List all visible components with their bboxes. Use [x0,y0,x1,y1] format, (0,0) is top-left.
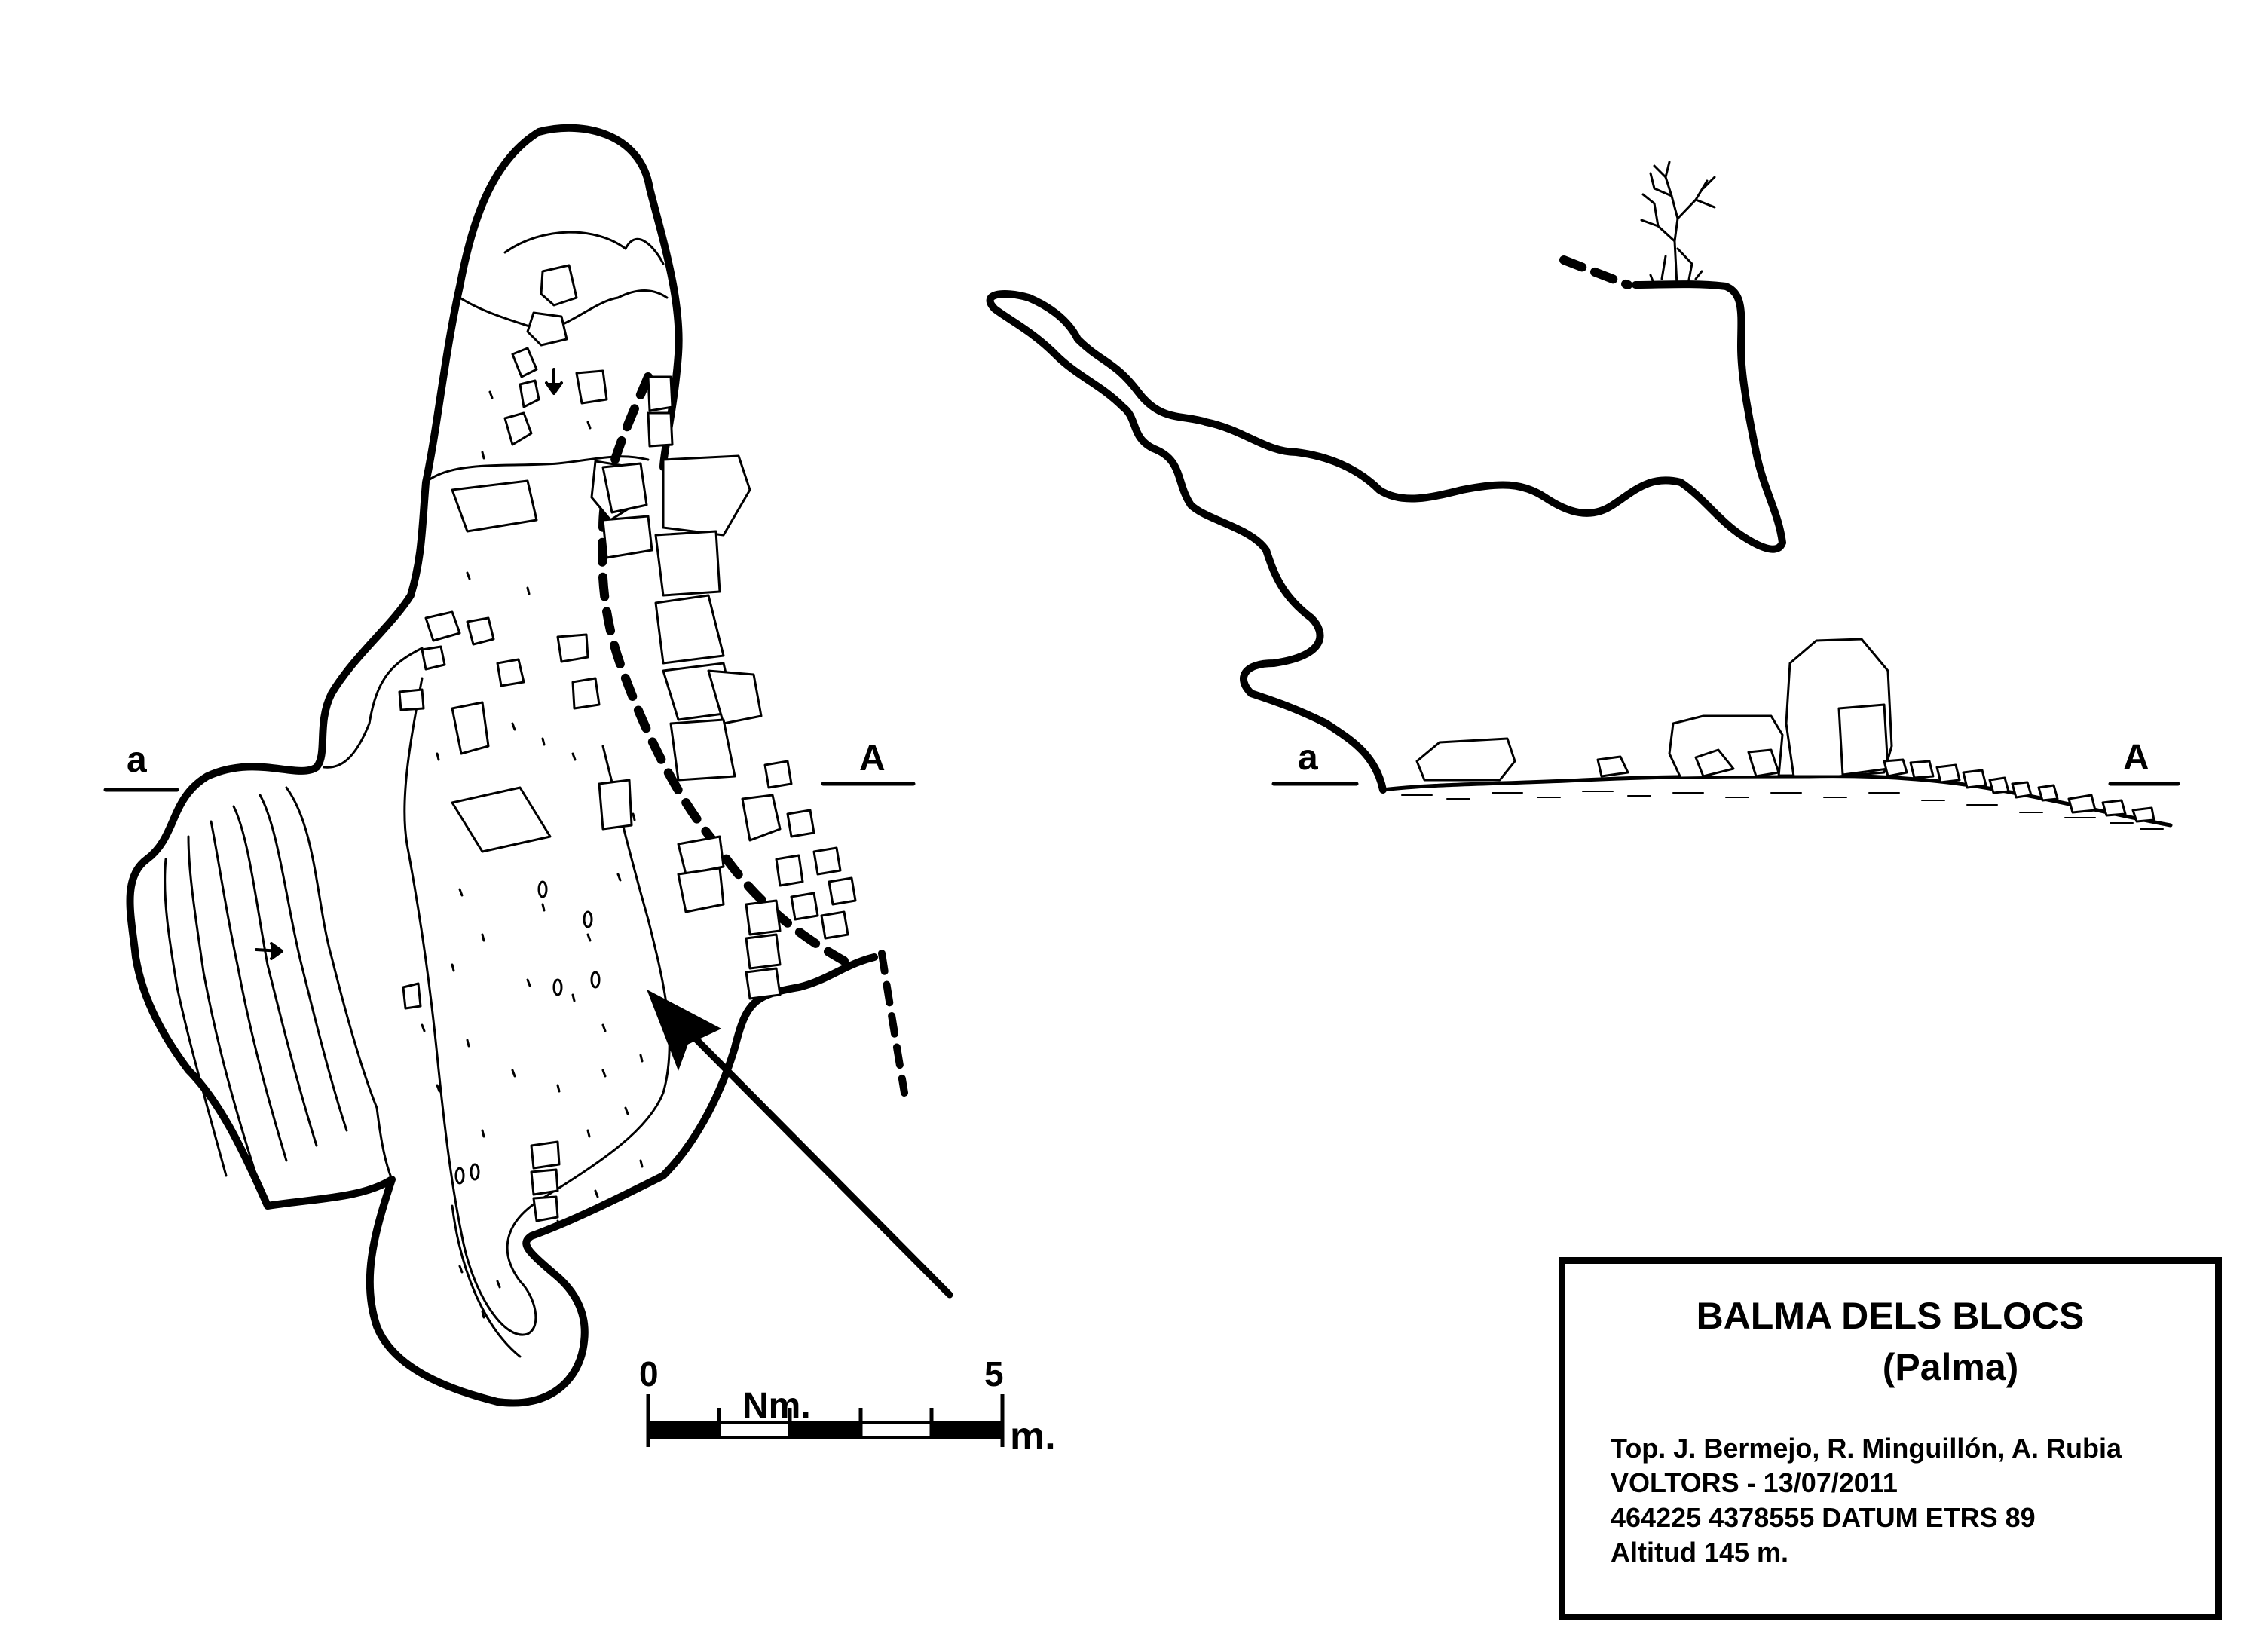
scale-bar-min-label: 0 [639,1354,659,1393]
plan-slope-arrows [255,368,563,960]
section-cave-outline [986,280,1786,794]
plan-boulders [398,264,857,1222]
credits-surveyors: Top. J. Bermejo, R. Minguillón, A. Rubia [1611,1433,2122,1464]
plan-cave-outline [126,124,878,1407]
plan-view [103,124,916,1407]
scale-bar-unit-label: m. [1010,1415,1056,1458]
section-label-start: a [1298,738,1318,778]
north-arrow-shaft [675,1017,953,1299]
section-dashed-surface [1559,255,1632,289]
north-arrow-head-icon [647,989,722,1071]
north-arrow[interactable] [647,989,953,1299]
scale-bar [646,1394,1005,1447]
plan-section-label-start: a [127,740,147,780]
cave-name: BALMA DELS BLOCS [1696,1295,2085,1337]
plan-sediment-stipple [421,390,644,1319]
credits-coordinates: 464225 4378555 DATUM ETRS 89 [1611,1502,2036,1533]
plan-dashed-exit [878,950,908,1097]
credits-altitude: Altitud 145 m. [1611,1537,1789,1568]
tree-icon [1640,161,1716,286]
section-boulders [1415,638,2155,823]
plan-contour-lines [164,231,671,1358]
credits-club-date: VOLTORS - 13/07/2011 [1611,1467,1898,1498]
north-arrow-label: Nm. [742,1386,811,1426]
title-block: BALMA DELS BLOCS (Palma) Top. J. Bermejo… [1559,1257,2222,1620]
section-view [986,161,2180,830]
section-label-end: A [2123,738,2149,778]
scale-bar-max-label: 5 [984,1354,1004,1393]
section-floor-line [1381,774,2173,828]
cave-location: (Palma) [1882,1346,2019,1388]
section-floor-hatch [1401,791,2164,830]
plan-section-label-end: A [859,739,886,779]
